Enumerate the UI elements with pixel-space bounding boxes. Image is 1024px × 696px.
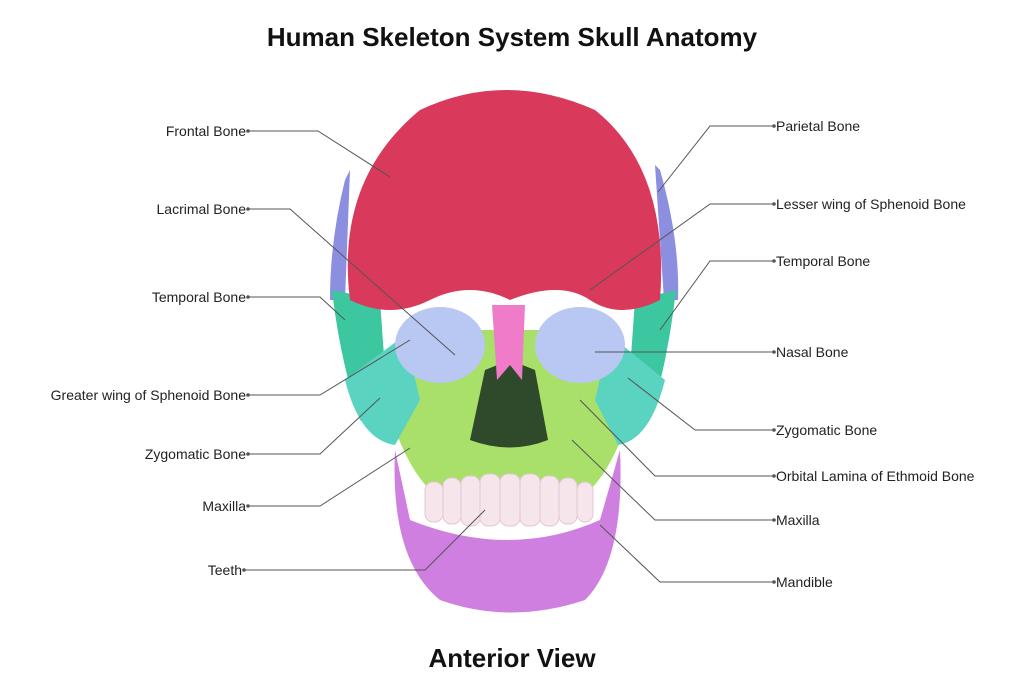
label-nasal-bone: Nasal Bone (776, 344, 849, 360)
orbit-right (535, 307, 625, 383)
label-lacrimal-bone: Lacrimal Bone (156, 201, 247, 217)
leader-lines-right (571, 125, 774, 583)
label-mandible: Mandible (776, 574, 833, 590)
nasal-cavity (470, 360, 548, 448)
label-orbital-lamina-ethmoid: Orbital Lamina of Ethmoid Bone (776, 468, 975, 484)
label-maxilla-left: Maxilla (202, 498, 246, 514)
label-temporal-bone-left: Temporal Bone (151, 289, 246, 305)
label-lesser-wing-sphenoid: Lesser wing of Sphenoid Bone (776, 196, 966, 212)
label-greater-wing-sphenoid: Greater wing of Sphenoid Bone (50, 387, 246, 403)
label-teeth: Teeth (207, 562, 242, 578)
label-frontal-bone: Frontal Bone (165, 123, 246, 139)
teeth-group (424, 473, 594, 527)
parietal-bone-shape-right (655, 165, 679, 300)
label-zygomatic-bone-right: Zygomatic Bone (776, 422, 878, 438)
label-maxilla-right: Maxilla (776, 512, 820, 528)
leader-lines-left (244, 130, 486, 571)
frontal-bone-shape (347, 90, 662, 310)
label-zygomatic-bone-left: Zygomatic Bone (144, 446, 246, 462)
label-parietal-bone: Parietal Bone (776, 118, 861, 134)
nasal-bone-shape (492, 305, 525, 380)
label-temporal-bone-right: Temporal Bone (776, 253, 871, 269)
diagram-title: Human Skeleton System Skull Anatomy (266, 22, 758, 52)
parietal-bone-shape (330, 170, 350, 300)
mandible-shape (394, 450, 621, 613)
view-subtitle: Anterior View (428, 643, 596, 673)
leader-dots (242, 124, 776, 584)
orbit-left (395, 307, 485, 383)
